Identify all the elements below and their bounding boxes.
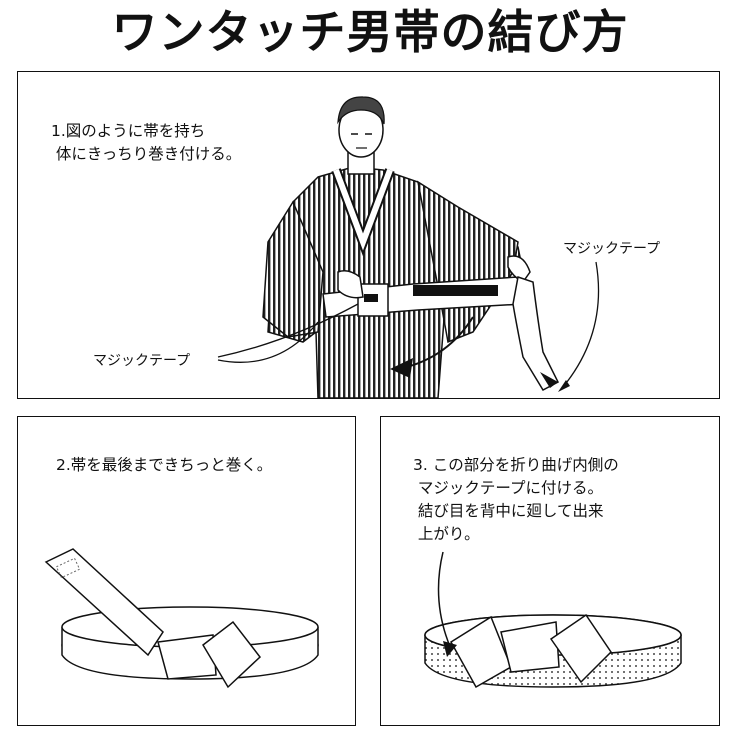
step-1-panel: 1.図のように帯を持ち 体にきっちり巻き付ける。 マジックテープ マジックテープ bbox=[17, 71, 720, 399]
page-title: ワンタッチ男帯の結び方 bbox=[111, 5, 629, 59]
velcro-label-left: マジックテープ bbox=[93, 353, 191, 369]
step-3-instruction: 3. この部分を折り曲げ内側の マジックテープに付ける。 結び目を背中に廻して出… bbox=[413, 456, 619, 543]
step-1-instruction: 1.図のように帯を持ち 体にきっちり巻き付ける。 bbox=[51, 122, 242, 163]
step-2-panel: 2.帯を最後まできちっと巻く。 bbox=[17, 416, 356, 726]
step-3-panel: 3. この部分を折り曲げ内側の マジックテープに付ける。 結び目を背中に廻して出… bbox=[380, 416, 720, 726]
obi-fastened-illustration bbox=[424, 551, 682, 689]
velcro-label-right: マジックテープ bbox=[563, 241, 661, 257]
man-wrapping-obi-illustration bbox=[217, 96, 600, 398]
step-2-instruction: 2.帯を最後まできちっと巻く。 bbox=[56, 456, 273, 474]
obi-fully-wrapped-illustration bbox=[44, 548, 319, 689]
